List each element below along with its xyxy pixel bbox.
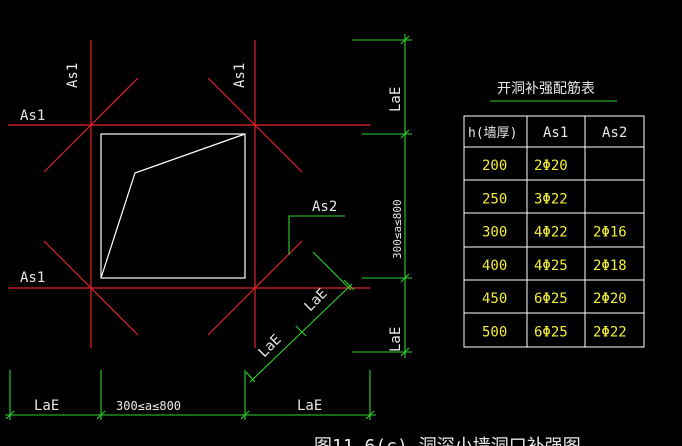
label-lae-bottom-left: LaE	[34, 398, 59, 414]
table-cell-r4-c0: 450	[482, 291, 507, 307]
table-header-as1: As1	[543, 125, 568, 141]
table-cell-r5-c0: 500	[482, 325, 507, 341]
label-range-right: 300≤a≤800	[391, 199, 404, 259]
rebar-diagonal-top-left	[43, 77, 139, 173]
table-cell-r4-c1: 6Φ25	[534, 291, 568, 307]
table-cell-r4-c2: 2Φ20	[593, 291, 627, 307]
table-header-h: h(墙厚)	[468, 126, 517, 141]
table-cell-r5-c1: 6Φ25	[534, 325, 568, 341]
as2-leader	[288, 215, 345, 255]
table-cell-r2-c1: 4Φ22	[534, 225, 568, 241]
dim-diagonal-main	[249, 283, 353, 383]
table-title: 开洞补强配筋表	[497, 80, 595, 97]
table-cell-r3-c0: 400	[482, 258, 507, 274]
dim-diag-ext-1	[245, 371, 256, 383]
rebar-diagonal-bottom-right	[207, 240, 303, 336]
label-lae-right-bottom: LaE	[388, 327, 404, 352]
label-as1-left-lower: As1	[20, 270, 45, 286]
table-border	[463, 115, 645, 348]
opening-outline	[100, 133, 246, 279]
label-range-bottom: 300≤a≤800	[116, 399, 181, 413]
table-cell-r2-c2: 2Φ16	[593, 225, 627, 241]
label-as1-top-right: As1	[232, 63, 248, 88]
label-lae-bottom-right: LaE	[297, 398, 322, 414]
table-cell-r2-c0: 300	[482, 225, 507, 241]
opening-break-line	[100, 133, 246, 279]
label-as1-top-left: As1	[65, 63, 81, 88]
label-lae-diag-1: LaE	[256, 332, 285, 361]
opening-rectangle	[100, 133, 246, 279]
reinforcement-table: 开洞补强配筋表 h(墙厚) As1 As2 200 2Φ20 250 3Φ22 300 4…	[463, 80, 645, 348]
dim-diag-ext-4	[312, 251, 352, 291]
label-as1-left-upper: As1	[20, 108, 45, 124]
table-cell-r0-c1: 2Φ20	[534, 158, 568, 174]
table-cell-r0-c0: 200	[482, 158, 507, 174]
rebar-lines	[8, 40, 370, 348]
table-cell-r1-c0: 250	[482, 191, 507, 207]
table-cell-r3-c2: 2Φ18	[593, 258, 627, 274]
table-cell-r3-c1: 4Φ25	[534, 258, 568, 274]
figure-caption: 图11.6(c) 洞深小墙洞口补强图	[314, 436, 581, 446]
table-cell-r5-c2: 2Φ22	[593, 325, 627, 341]
label-as2: As2	[312, 199, 337, 215]
dim-diag-ext-2	[295, 325, 307, 337]
rebar-diagonal-top-right	[207, 77, 303, 173]
dimension-lines	[5, 34, 617, 420]
table-cell-r1-c1: 3Φ22	[534, 191, 568, 207]
label-lae-right-top: LaE	[388, 87, 404, 112]
label-lae-diag-2: LaE	[302, 286, 331, 315]
dim-diag-ext-3	[343, 279, 355, 291]
table-header-as2: As2	[602, 125, 627, 141]
rebar-diagonal-bottom-left	[43, 240, 139, 336]
